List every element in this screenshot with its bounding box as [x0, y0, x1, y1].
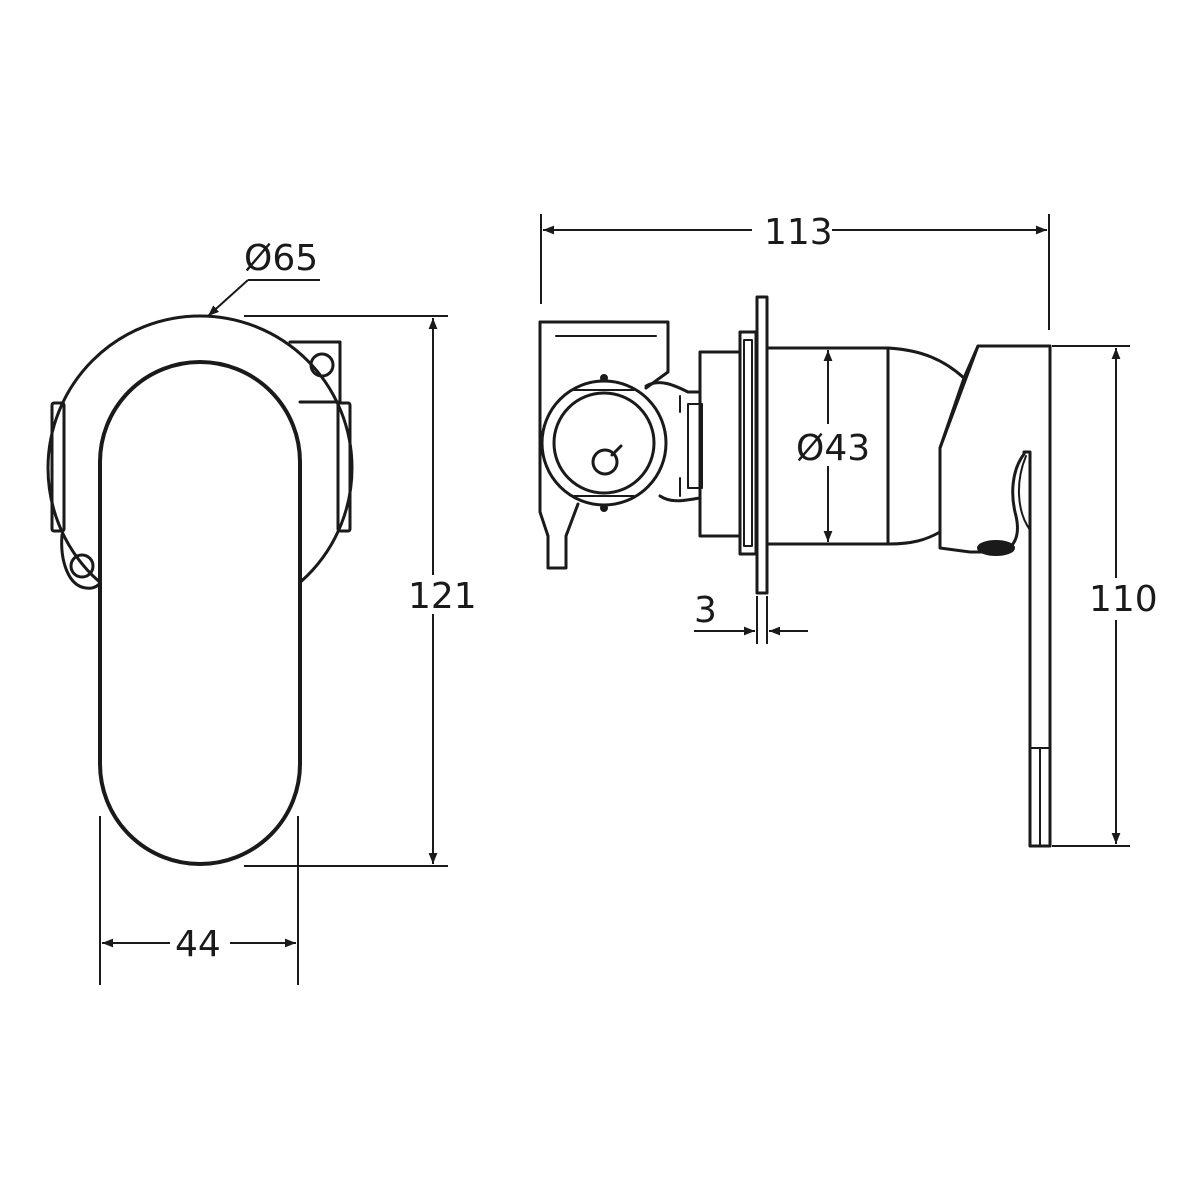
mounting-bracket [50, 340, 352, 590]
inlet-port [540, 379, 668, 507]
front-view [46, 314, 354, 866]
trim-body [765, 346, 966, 546]
side-diameter-label: Ø43 [796, 428, 870, 469]
side-length-label: 113 [764, 212, 833, 253]
side-view [538, 295, 1052, 848]
front-dimensions: Ø65 121 44 [99, 238, 477, 985]
wall-plate [755, 295, 769, 595]
handle-lever [98, 360, 302, 866]
front-height-label: 121 [408, 576, 477, 617]
valve-body [538, 320, 703, 570]
front-width-label: 44 [175, 924, 221, 965]
cartridge-housing [698, 330, 758, 556]
side-height-label: 110 [1089, 579, 1158, 620]
port-valve [591, 448, 619, 476]
side-thickness-label: 3 [694, 590, 717, 631]
side-dimensions: 113 Ø43 3 110 [540, 212, 1158, 847]
front-diameter-label: Ø65 [244, 238, 318, 279]
side-handle [938, 344, 1052, 848]
